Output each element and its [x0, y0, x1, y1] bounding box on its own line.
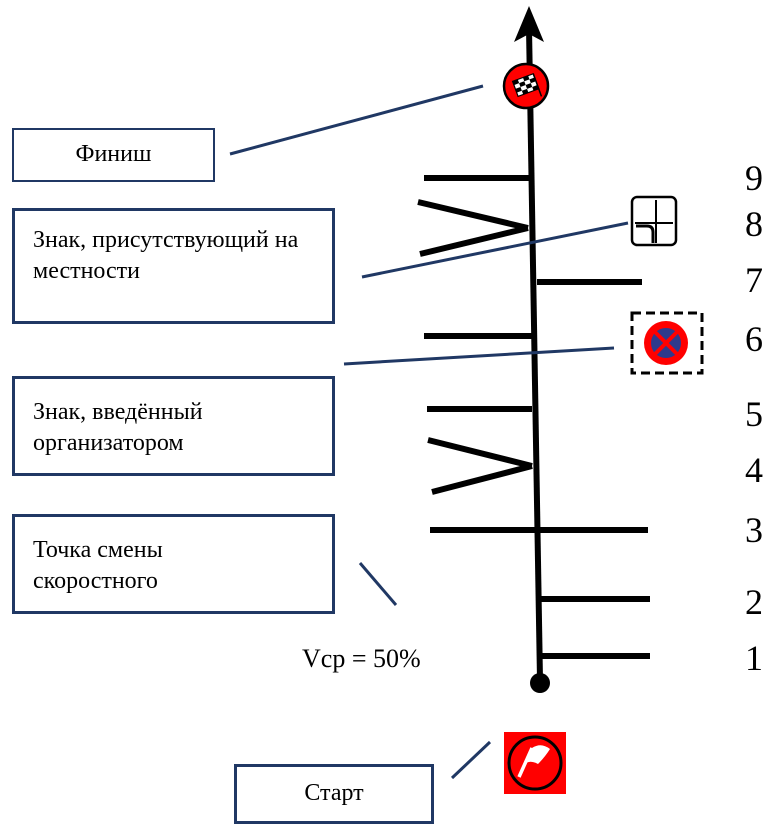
checkpoint-number-2: 2: [745, 582, 763, 622]
start-label-box: Старт: [234, 764, 434, 824]
tick-4-upper: [427, 437, 533, 469]
terrain-sign-label-box: Знак, присутствующий на местности: [12, 208, 335, 324]
intersection-turn-sign-icon: [630, 195, 678, 247]
checkpoint-number-3: 3: [745, 510, 763, 550]
organizer-sign-label: Знак, введённый организатором: [33, 399, 203, 457]
leader-finish: [229, 84, 484, 156]
speed-formula: Vср = 50%: [302, 644, 421, 673]
checkpoint-number-6: 6: [745, 319, 763, 359]
checkpoint-number-1: 1: [745, 638, 763, 678]
speed-change-label: Точка смены скоростного: [33, 537, 163, 595]
finish-label-box: Финиш: [12, 128, 215, 182]
leader-organizer-sign: [343, 346, 615, 366]
organizer-sign-label-box: Знак, введённый организатором: [12, 376, 335, 476]
tick-8-lower: [419, 225, 529, 257]
terrain-sign-label: Знак, присутствующий на местности: [33, 227, 299, 285]
leader-terrain-sign: [361, 221, 629, 279]
leader-start: [450, 740, 492, 780]
tick-8-upper: [417, 199, 529, 231]
checkpoint-number-8: 8: [745, 204, 763, 244]
arrow-up-icon: [514, 6, 544, 42]
checkpoint-number-9: 9: [745, 158, 763, 198]
speed-change-label-box: Точка смены скоростного: [12, 514, 335, 614]
route-start-dot: [530, 673, 550, 693]
checkpoint-number-5: 5: [745, 394, 763, 434]
start-label: Старт: [304, 780, 364, 807]
checkpoint-number-7: 7: [745, 260, 763, 300]
no-stopping-sign-icon: [630, 311, 704, 375]
finish-label: Финиш: [75, 141, 152, 168]
leader-speed-change: [358, 562, 398, 606]
start-flag-icon: [504, 732, 566, 794]
checkpoint-number-4: 4: [745, 450, 763, 490]
tick-4-lower: [431, 463, 533, 495]
checkered-flag-icon: [502, 62, 550, 110]
